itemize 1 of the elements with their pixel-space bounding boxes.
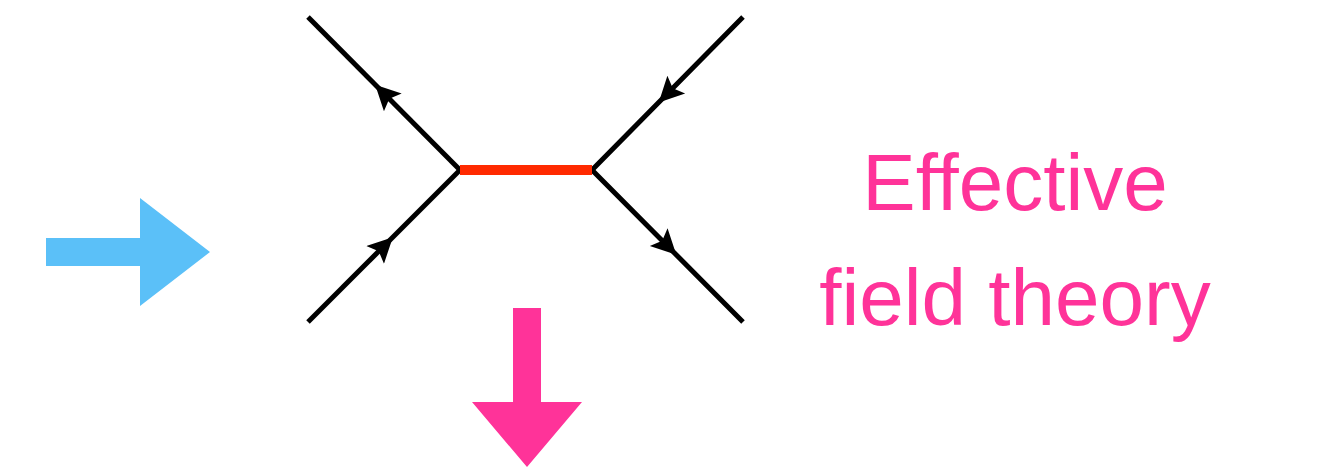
theory-label: Effective field theory bbox=[818, 137, 1212, 344]
